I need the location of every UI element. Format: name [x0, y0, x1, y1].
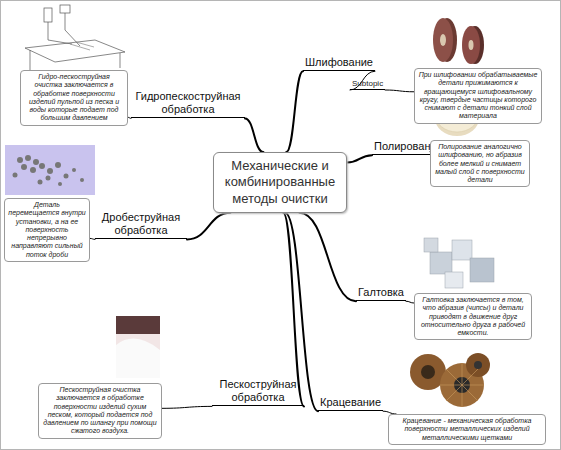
- node-text: Галтовка заключается в том, что абразив …: [418, 296, 528, 337]
- node-text: Крацевание - механическая обработка пове…: [392, 417, 542, 442]
- branch-connector: [299, 213, 356, 301]
- subtopic-label: Subtopic: [350, 79, 385, 90]
- wire-brushes: [410, 353, 490, 407]
- branch-connector: [347, 155, 372, 162]
- node-text: Пескоструйная очистка заключается в обра…: [42, 386, 158, 436]
- node-text: Subtopic: [352, 79, 383, 88]
- branch-topic: Галтовка: [356, 286, 406, 301]
- description-box: При шлифовании обрабатываемые детали при…: [414, 68, 542, 124]
- node-text: Крацевание: [320, 396, 381, 409]
- tumbling-chips: [424, 238, 494, 288]
- branch-connector: [385, 90, 414, 92]
- branch-topic: Дробеструйная обработка: [95, 211, 187, 239]
- shot-balls: [5, 145, 95, 195]
- node-text: Гидро-пескоструйная очистка заключается …: [24, 73, 124, 123]
- node-text: Шлифование: [305, 56, 373, 69]
- node-text: При шлифовании обрабатываемые детали при…: [418, 71, 538, 121]
- description-box: Крацевание - механическая обработка пове…: [388, 414, 546, 445]
- node-text: Гидропескоструйная обработка: [133, 90, 243, 116]
- node-text: Деталь перемещается внутри установки, а …: [8, 201, 86, 259]
- branch-connector: [406, 301, 414, 303]
- branch-connector: [162, 406, 212, 408]
- sandblast-sketch: [25, 5, 125, 70]
- central-topic: Механические и комбинированные методы оч…: [213, 152, 347, 213]
- node-text: Механические и комбинированные методы оч…: [218, 158, 342, 207]
- node-text: Пескоструйная обработка: [214, 378, 302, 404]
- node-text: Полирование аналогично шлифованию, но аб…: [434, 143, 526, 184]
- branch-topic: Крацевание: [318, 396, 383, 411]
- node-text: Галтовка: [358, 286, 404, 299]
- branch-connector: [286, 71, 303, 152]
- description-box: Пескоструйная очистка заключается в обра…: [38, 383, 162, 439]
- sand-photo: [116, 316, 160, 378]
- branch-topic: Шлифование: [303, 56, 375, 71]
- branch-connector: [187, 213, 230, 240]
- description-box: Полирование аналогично шлифованию, но аб…: [430, 140, 530, 187]
- branch-connector: [245, 118, 263, 152]
- node-text: Дробеструйная обработка: [97, 211, 185, 237]
- branch-topic: Пескоструйная обработка: [212, 378, 304, 406]
- description-box: Гидро-пескоструйная очистка заключается …: [20, 70, 128, 126]
- description-box: Деталь перемещается внутри установки, а …: [4, 198, 90, 262]
- description-box: Галтовка заключается в том, что абразив …: [414, 293, 532, 340]
- grinding-wheels: [433, 18, 484, 64]
- branch-topic: Гидропескоструйная обработка: [131, 90, 245, 118]
